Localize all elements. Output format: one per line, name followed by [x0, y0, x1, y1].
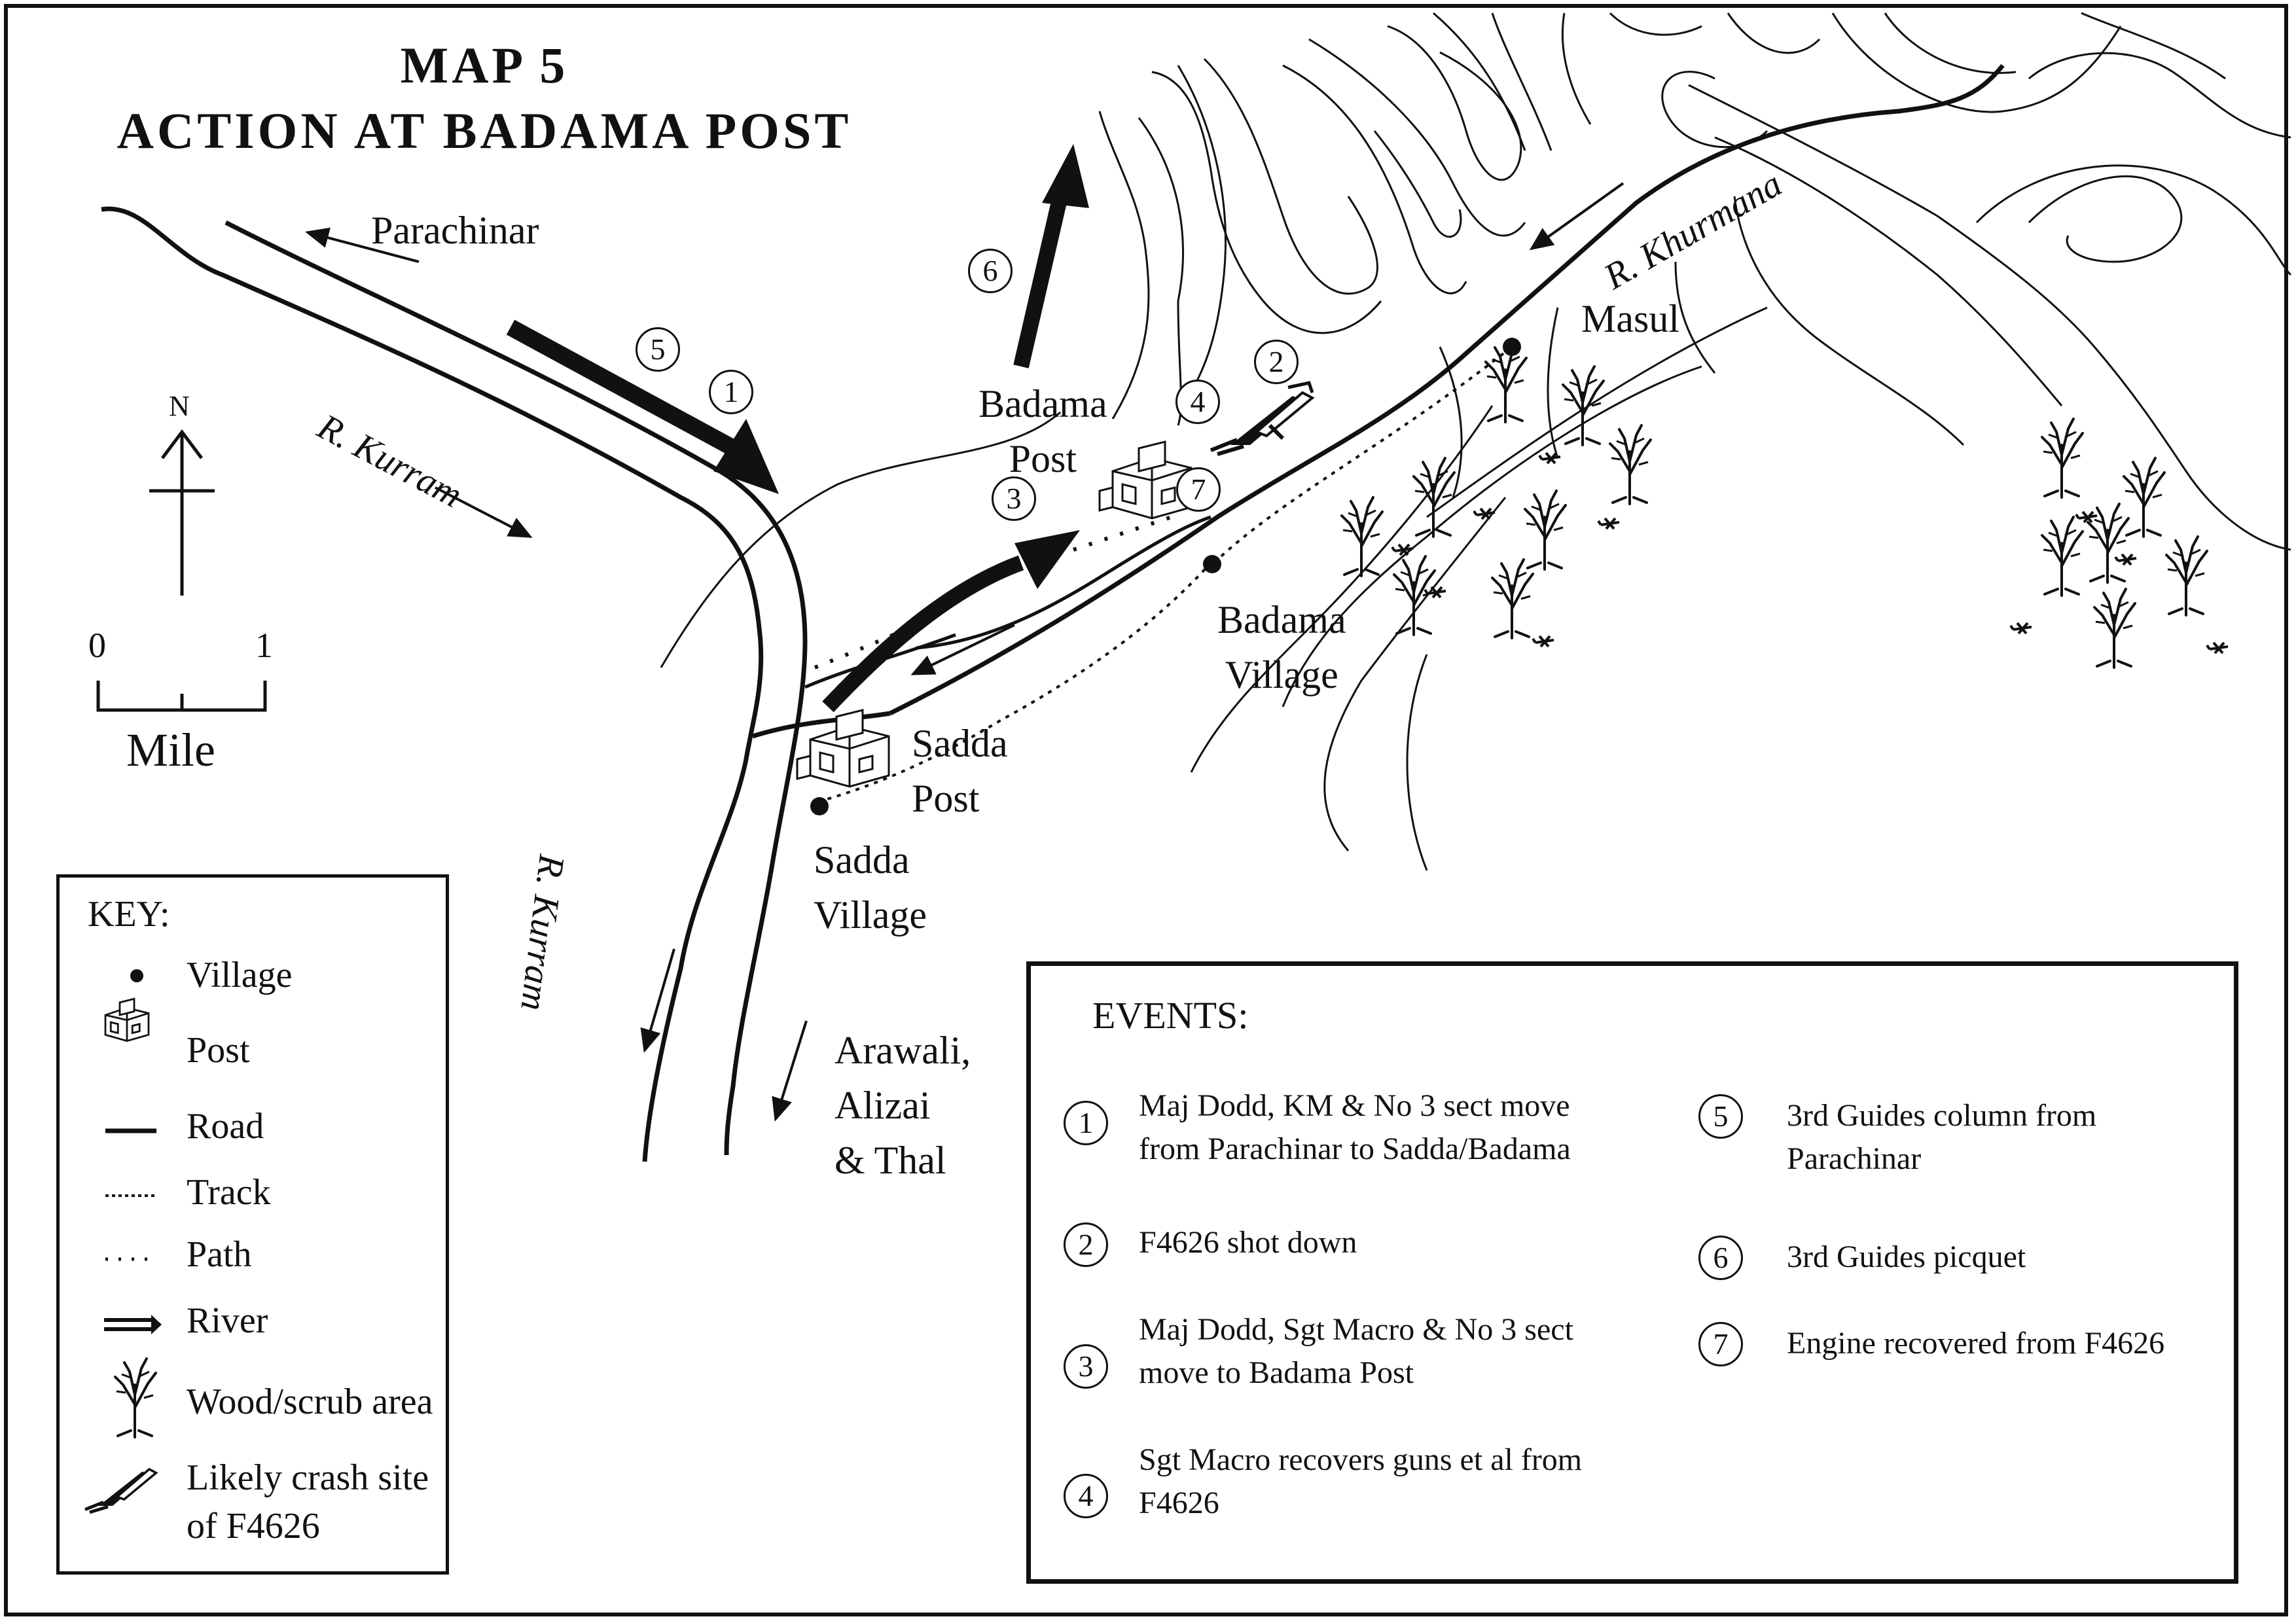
map-title: MAP 5 ACTION AT BADAMA POST: [72, 33, 897, 164]
scale-unit: Mile: [126, 724, 215, 776]
title-line-1: MAP 5: [400, 37, 569, 94]
map-marker-5: 5: [636, 327, 680, 372]
map-marker-4: 4: [1175, 380, 1220, 424]
scale-start: 0: [88, 626, 106, 665]
tree-icon: [114, 1357, 157, 1438]
page-border: [4, 4, 2288, 1616]
event-1-line-1: Maj Dodd, KM & No 3 sect move: [1139, 1088, 1570, 1123]
event-marker-5: 5: [1698, 1094, 1743, 1139]
event-4-line-2: F4626: [1139, 1486, 1219, 1520]
village-dot-icon: [130, 969, 143, 982]
key-heading: KEY:: [88, 894, 170, 935]
movement-arrows: [506, 144, 1089, 713]
label-badama-post: Badama Post: [978, 382, 1107, 480]
river-arrow-icon: [104, 1315, 162, 1334]
event-5-line-2: Parachinar: [1787, 1141, 1922, 1176]
map-marker-3: 3: [992, 476, 1036, 521]
event-marker-2: 2: [1064, 1222, 1108, 1267]
key-label-wood: Wood/scrub area: [187, 1382, 433, 1422]
north-label: N: [169, 390, 190, 422]
scale-bar: [96, 681, 267, 712]
events-heading: EVENTS:: [1092, 994, 1249, 1037]
label-arawali-alizai-thal: Arawali, Alizai & Thal: [834, 1029, 971, 1182]
key-label-road: Road: [187, 1106, 264, 1147]
label-parachinar: Parachinar: [371, 209, 539, 252]
key-label-path: Path: [187, 1234, 252, 1275]
label-badama-village: Badama Village: [1217, 598, 1346, 696]
crash-site-icon: [84, 1467, 158, 1514]
scale-end: 1: [255, 626, 273, 665]
river-kurram: [101, 206, 808, 1162]
event-marker-4: 4: [1064, 1474, 1108, 1518]
map-marker-1: 1: [709, 370, 753, 414]
event-7-line-1: Engine recovered from F4626: [1787, 1326, 2165, 1361]
event-marker-7: 7: [1698, 1322, 1743, 1366]
paths: [814, 515, 1172, 669]
village-dots: [810, 338, 1521, 815]
label-masul: Masul: [1581, 297, 1679, 340]
key-label-track: Track: [187, 1172, 271, 1213]
key-label-village: Village: [187, 955, 293, 995]
key-icons: [84, 969, 162, 1514]
event-2-line-1: F4626 shot down: [1139, 1225, 1357, 1260]
event-3-line-2: move to Badama Post: [1139, 1355, 1414, 1390]
event-5-line-1: 3rd Guides column from: [1787, 1098, 2097, 1133]
map-marker-6: 6: [968, 249, 1013, 293]
event-marker-6: 6: [1698, 1236, 1743, 1280]
north-arrow: [149, 429, 215, 596]
map-marker-7: 7: [1176, 467, 1221, 512]
direction-arrows: [305, 182, 1624, 1122]
map-marker-2: 2: [1254, 340, 1299, 384]
key-label-river: River: [187, 1300, 268, 1341]
event-6-line-1: 3rd Guides picquet: [1787, 1240, 2026, 1274]
post-building-icon: [104, 997, 150, 1043]
label-sadda-village: Sadda Village: [814, 838, 927, 936]
crash-site-icon: [1211, 383, 1312, 454]
tracks: [817, 346, 1513, 803]
event-4-line-1: Sgt Macro recovers guns et al from: [1139, 1442, 1583, 1477]
key-label-post: Post: [187, 1030, 250, 1071]
event-3-line-1: Maj Dodd, Sgt Macro & No 3 sect: [1139, 1312, 1573, 1347]
contour-lines: [660, 12, 2292, 871]
event-marker-1: 1: [1064, 1101, 1108, 1145]
tree-icons: [1340, 342, 2208, 669]
events-panel: EVENTS: 1 Maj Dodd, KM & No 3 sect move …: [1026, 961, 2238, 1584]
road: [916, 515, 1211, 650]
map-key: KEY: Village Post Road: [56, 874, 449, 1575]
event-1-line-2: from Parachinar to Sadda/Badama: [1139, 1132, 1571, 1166]
event-marker-3: 3: [1064, 1344, 1108, 1389]
title-line-2: ACTION AT BADAMA POST: [117, 102, 852, 159]
key-label-crash-2: of F4626: [187, 1506, 320, 1546]
river-khurmana: [751, 63, 2005, 739]
label-sadda-post: Sadda Post: [912, 722, 1008, 820]
key-label-crash-1: Likely crash site: [187, 1457, 429, 1498]
